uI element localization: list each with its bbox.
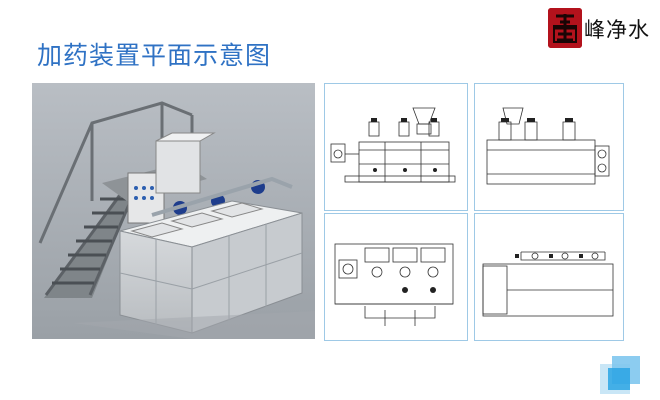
slide-title: 加药装置平面示意图 [37, 41, 272, 70]
seal-logo-icon [548, 8, 582, 48]
decorative-squares-icon [598, 354, 642, 396]
bottom-view-drawing [474, 213, 624, 341]
brand-name: 峰净水 [584, 18, 650, 42]
side-view-drawing [474, 83, 624, 211]
front-view-drawing [324, 83, 468, 211]
company-logo: 峰净水 [548, 8, 656, 50]
top-view-drawing [324, 213, 468, 341]
3d-render-image [32, 83, 315, 339]
